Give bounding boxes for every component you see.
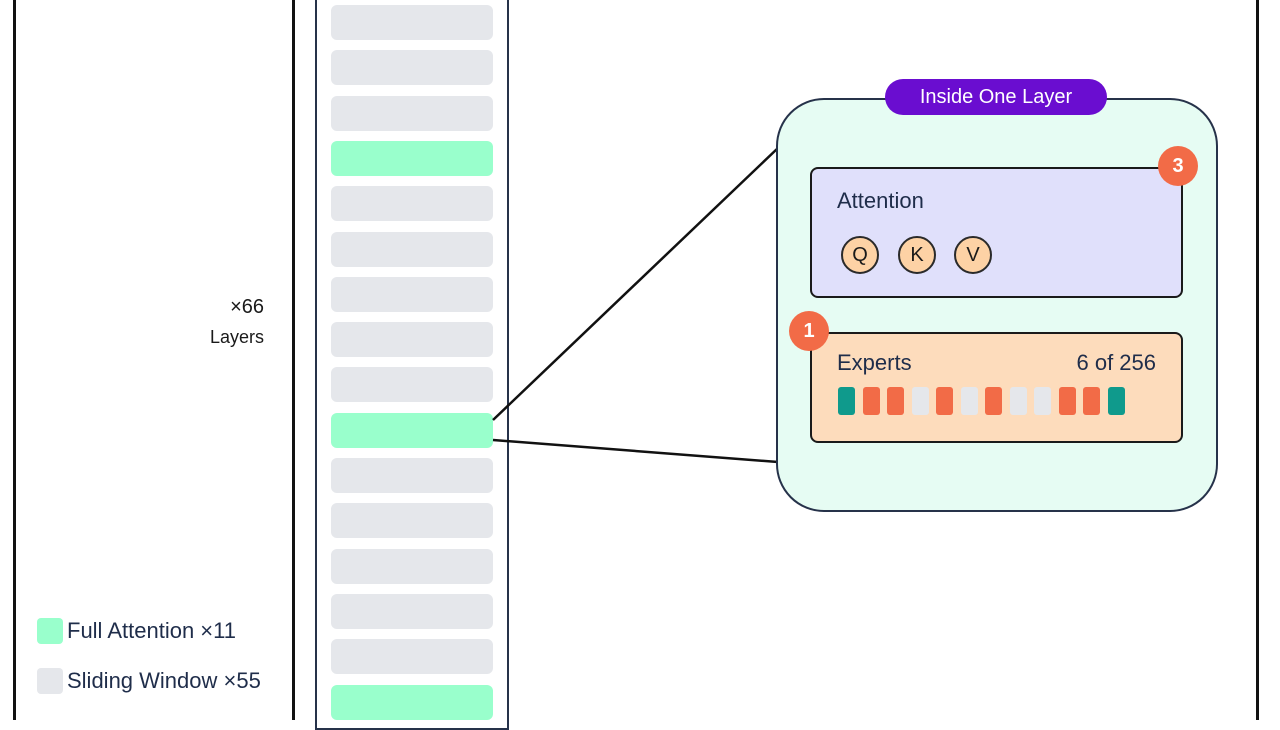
layer-block-sliding-window: [331, 5, 493, 40]
expert-cell-idle: [911, 387, 929, 415]
layer-block-sliding-window: [331, 186, 493, 222]
layer-detail-panel: [776, 98, 1218, 512]
legend-swatch-sliding: [37, 668, 63, 694]
layer-count-label: Layers: [209, 327, 264, 347]
expert-cell-active: [1083, 387, 1100, 415]
expert-cell-teal: [838, 387, 855, 415]
layer-block-full-attention: [331, 140, 493, 176]
layer-block-sliding-window: [331, 593, 493, 629]
panel-title: Inside One Layer: [885, 79, 1107, 115]
legend-swatch-full: [37, 618, 63, 644]
expert-cell-idle: [960, 387, 978, 415]
legend-label-full: Full Attention ×11: [67, 618, 236, 643]
value-head: V: [954, 236, 992, 274]
layer-block-sliding-window: [331, 458, 493, 493]
attention-box: [810, 167, 1183, 298]
layer-block-sliding-window: [331, 548, 493, 584]
expert-cell-active: [1058, 387, 1076, 415]
experts-title: Experts: [837, 350, 912, 375]
expert-cell-idle: [1034, 387, 1051, 415]
right-frame-line: [1256, 0, 1259, 720]
zoom-line-bottom: [492, 438, 779, 464]
attention-badge: 3: [1158, 146, 1198, 186]
key-head: K: [898, 236, 936, 274]
layer-block-full-attention: [331, 684, 493, 720]
zoom-line-top: [492, 147, 779, 421]
legend-full-attention: Full Attention ×11: [37, 618, 236, 644]
layer-block-full-attention: [331, 412, 493, 448]
expert-cell-idle: [1009, 387, 1027, 415]
middle-frame-line: [292, 0, 295, 720]
experts-count: 6 of 256: [1076, 350, 1156, 375]
layer-block-sliding-window: [331, 503, 493, 539]
layer-block-sliding-window: [331, 639, 493, 675]
layer-block-sliding-window: [331, 276, 493, 312]
layer-block-sliding-window: [331, 367, 493, 403]
experts-badge: 1: [789, 311, 829, 351]
expert-cell-teal: [1107, 387, 1125, 415]
expert-cell-active: [862, 387, 880, 415]
layer-block-sliding-window: [331, 95, 493, 131]
layer-count-value: ×66: [230, 296, 264, 318]
expert-cell-active: [936, 387, 953, 415]
legend-sliding-window: Sliding Window ×55: [37, 668, 261, 694]
layer-block-sliding-window: [331, 50, 493, 86]
attention-title: Attention: [837, 188, 924, 213]
legend-label-sliding: Sliding Window ×55: [67, 668, 261, 693]
expert-cell-active: [887, 387, 904, 415]
left-frame-line: [13, 0, 16, 720]
layer-block-sliding-window: [331, 231, 493, 267]
expert-cell-active: [985, 387, 1002, 415]
layer-block-sliding-window: [331, 322, 493, 358]
query-head: Q: [841, 236, 879, 274]
